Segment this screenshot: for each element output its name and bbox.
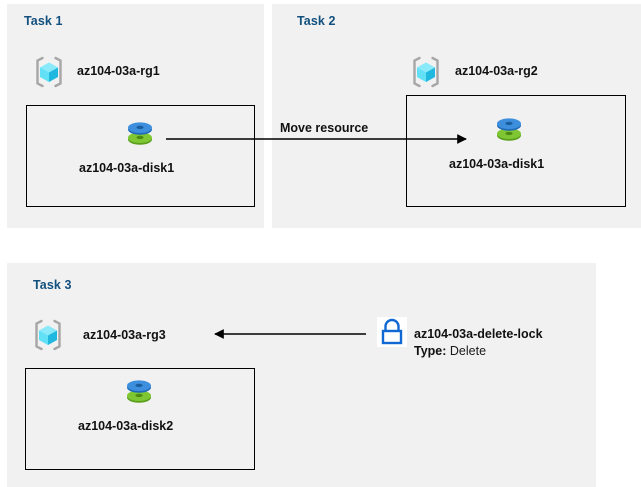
panel-task-1 — [7, 4, 264, 228]
resource-group-task-1 — [32, 55, 66, 89]
resource-group-icon — [36, 56, 62, 88]
resource-group-task-3-label: az104-03a-rg3 — [83, 328, 166, 342]
panel-task-2-title: Task 2 — [297, 14, 336, 28]
resource-group-icon — [413, 56, 439, 88]
delete-lock-type-key: Type: — [414, 344, 447, 358]
resource-group-task-3 — [31, 318, 65, 352]
resource-group-icon — [35, 319, 61, 351]
managed-disk-icon — [497, 118, 521, 141]
disk-task-3 — [122, 374, 156, 408]
delete-lock-label: az104-03a-delete-lock — [414, 327, 543, 341]
disk-task-2-label: az104-03a-disk1 — [449, 157, 545, 171]
panel-task-2 — [272, 4, 641, 228]
delete-lock-node — [377, 317, 407, 347]
resource-box-task-1 — [26, 105, 255, 207]
disk-task-2 — [492, 112, 526, 146]
panel-task-1-title: Task 1 — [24, 14, 63, 28]
resource-box-task-2 — [406, 95, 626, 207]
resource-box-task-3 — [25, 368, 255, 470]
managed-disk-icon — [127, 380, 151, 403]
delete-lock-type-value: Delete — [449, 344, 487, 358]
managed-disk-icon — [128, 122, 152, 145]
delete-lock-type: Type: Delete — [414, 344, 486, 358]
padlock-icon — [377, 317, 407, 347]
disk-task-1-label: az104-03a-disk1 — [79, 161, 175, 175]
resource-group-task-1-label: az104-03a-rg1 — [77, 64, 160, 78]
panel-task-3 — [7, 263, 596, 487]
disk-task-3-label: az104-03a-disk2 — [78, 419, 174, 433]
disk-task-1 — [123, 116, 157, 150]
resource-group-task-2-label: az104-03a-rg2 — [455, 64, 538, 78]
panel-task-3-title: Task 3 — [33, 278, 72, 292]
move-resource-arrow-label: Move resource — [280, 121, 369, 135]
resource-group-task-2 — [409, 55, 443, 89]
